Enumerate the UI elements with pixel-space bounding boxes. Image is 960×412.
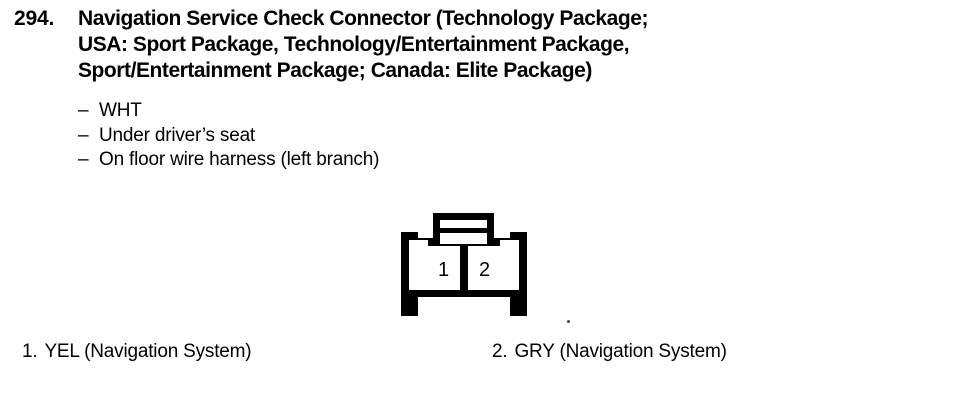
spec-item-label: Under driver’s seat <box>99 124 256 146</box>
connector-left-flange-cavity <box>409 240 428 290</box>
pin-legend-item-2: 2. GRY (Navigation System) <box>492 340 727 364</box>
scan-speck-artifact <box>567 320 570 323</box>
entry-title-line: Sport/Entertainment Package; Canada: Eli… <box>78 59 592 82</box>
pin-divider <box>460 246 468 291</box>
pin-legend-circuit: (Navigation System) <box>559 341 727 362</box>
spec-item-label: WHT <box>99 100 142 121</box>
pin-legend-wire-color: GRY <box>514 341 555 362</box>
dash-bullet-icon: – <box>78 124 89 146</box>
pin-cavity-1 <box>427 247 460 290</box>
connector-outline-svg: 1 2 <box>401 213 527 316</box>
latch-tab-lower-slot <box>440 233 487 244</box>
pin-number-1: 1 <box>438 259 449 281</box>
entry-title-line: USA: Sport Package, Technology/Entertain… <box>78 33 630 56</box>
pin-legend-wire-color: YEL <box>44 341 80 362</box>
connector-diagram: 1 2 <box>398 212 530 318</box>
spec-item-location: – Under driver’s seat <box>78 124 678 149</box>
spec-item-wire-color: – WHT <box>78 99 678 124</box>
spec-list: – WHT – Under driver’s seat – On floor w… <box>78 99 678 173</box>
entry-title-line: Navigation Service Check Connector (Tech… <box>78 7 649 30</box>
heading-row: 294. Navigation Service Check Connector … <box>14 6 944 84</box>
pin-number-2: 2 <box>479 259 490 281</box>
pin-legend-item-1: 1. YEL (Navigation System) <box>22 340 252 364</box>
spec-item-label: On floor wire harness (left branch) <box>99 149 380 170</box>
latch-tab-slot <box>440 220 487 228</box>
pin-legend-index: 1. <box>22 341 38 362</box>
dash-bullet-icon: – <box>78 149 89 170</box>
entry-title: Navigation Service Check Connector (Tech… <box>78 6 944 84</box>
connector-right-flange-cavity <box>500 240 519 290</box>
pin-legend-index: 2. <box>492 341 508 362</box>
pin-legend-circuit: (Navigation System) <box>84 341 252 362</box>
pin-cavity-2 <box>468 247 501 290</box>
spec-item-harness: – On floor wire harness (left branch) <box>78 148 678 173</box>
dash-bullet-icon: – <box>78 100 89 121</box>
entry-heading: 294. Navigation Service Check Connector … <box>14 6 944 84</box>
entry-number: 294. <box>14 7 55 30</box>
